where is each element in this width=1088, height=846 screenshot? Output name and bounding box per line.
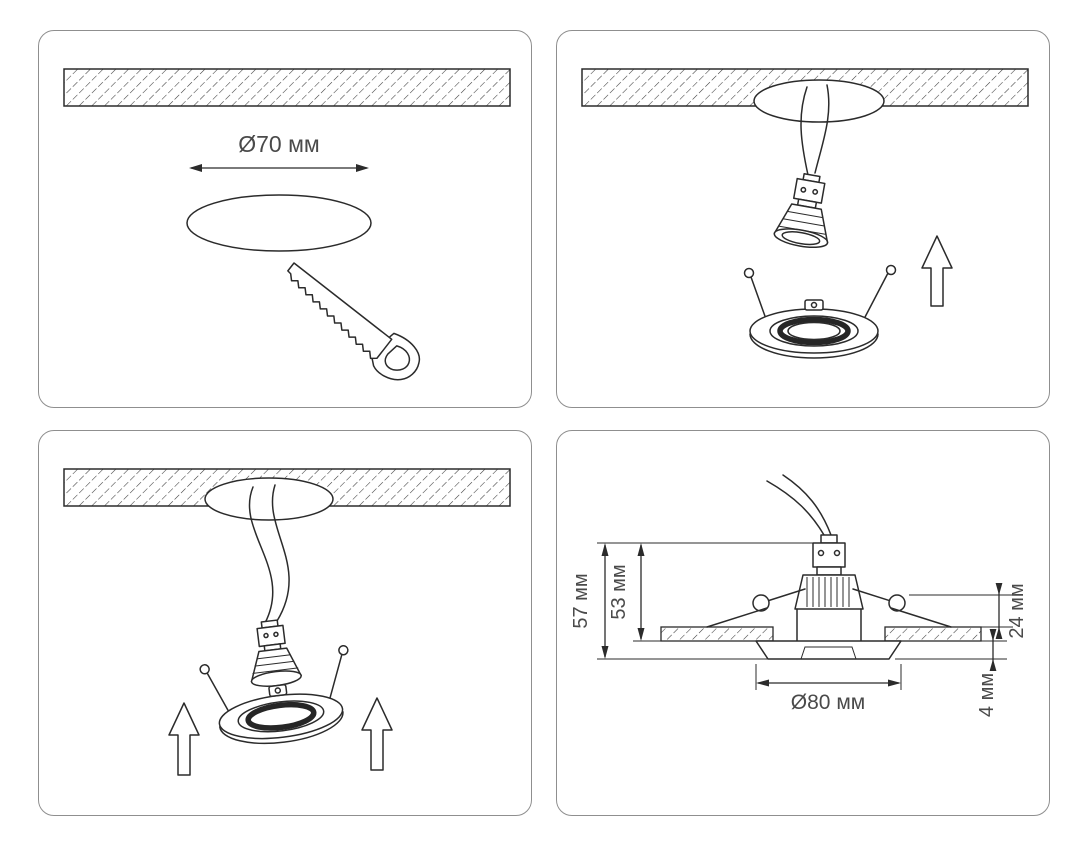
- trim-ring-inner: [237, 700, 325, 733]
- ceiling-section: [660, 626, 982, 642]
- dim-label-trim-diameter: Ø80 мм: [791, 691, 865, 714]
- dim-label-total-height: 57 мм: [570, 573, 592, 628]
- lamp-ridge: [254, 660, 295, 667]
- step-4-dimensions-panel: 57 мм 53 мм 24 мм 4 мм: [556, 430, 1050, 816]
- dim-label-clearance: 24 мм: [1006, 583, 1028, 638]
- lamp-opening-ring: [245, 701, 317, 731]
- ceiling-section: [63, 68, 511, 107]
- saw-handle-hole: [384, 345, 411, 371]
- saw-blade: [287, 262, 393, 360]
- step-2-illustration: [581, 68, 1029, 359]
- cutout-hole-ellipse: [186, 194, 372, 252]
- spring-coil-right: [888, 594, 906, 612]
- lamp-ribs: [806, 577, 850, 607]
- lamp-opening-inner: [787, 321, 841, 341]
- terminal-screw: [817, 549, 825, 557]
- spring-clip-left: [206, 672, 232, 716]
- spring-clip-left: [750, 276, 767, 320]
- wire-strand: [248, 486, 274, 624]
- lamp-neck: [816, 566, 842, 576]
- lamp-face: [773, 228, 829, 249]
- terminal-screw: [833, 549, 841, 557]
- dimension-recess-height: 53 мм: [608, 543, 645, 641]
- terminal-screw: [812, 188, 819, 195]
- terminal-screw: [800, 186, 807, 193]
- spring-leg-right: [890, 607, 952, 628]
- arrowhead-left: [189, 164, 202, 172]
- spring-tip-right: [885, 264, 897, 276]
- fixture-with-lamp: [199, 619, 349, 745]
- socket-cap: [820, 534, 838, 544]
- trim-recess: [800, 646, 857, 660]
- spring-clip-right: [328, 653, 343, 702]
- lamp-face-inner: [781, 231, 821, 246]
- supply-wire: [800, 84, 830, 176]
- wire-strand: [766, 480, 825, 536]
- spring-coil-left: [752, 594, 770, 612]
- dimension-total-height: 57 мм: [570, 543, 609, 659]
- wire-strand: [782, 474, 832, 536]
- wire-strand: [800, 86, 809, 176]
- terminal-block: [812, 542, 846, 568]
- dim-label-recess-height: 53 мм: [608, 564, 630, 619]
- step-1-illustration: Ø70 мм: [63, 68, 511, 381]
- step-1-cut-hole-panel: Ø70 мм: [38, 30, 532, 408]
- trim-ring-inner: [769, 315, 859, 347]
- spring-leg-left: [706, 607, 768, 628]
- extension-lines: [597, 542, 1013, 690]
- ceiling-hole-ellipse: [204, 477, 334, 521]
- step-3-insert-fixture-panel: [38, 430, 532, 816]
- spotlight-fixture-ring: [743, 264, 897, 359]
- up-arrow: [921, 235, 953, 307]
- step-2-connect-lamp-panel: [556, 30, 1050, 408]
- spring-clip-right: [863, 272, 889, 320]
- terminal-block: [256, 624, 286, 648]
- spring-tip-right: [338, 644, 349, 656]
- step-3-illustration: [63, 468, 511, 776]
- arrowhead-right: [356, 164, 369, 172]
- wire-strand: [271, 484, 290, 622]
- trim-ring-outer: [218, 693, 344, 740]
- ceiling-slab-right: [884, 626, 982, 642]
- lamp-ridge: [252, 667, 299, 674]
- lamp-ridge: [256, 654, 291, 660]
- supply-wire: [766, 474, 832, 536]
- trim-ring-section: [755, 640, 902, 660]
- hole-diameter-dimension: Ø70 мм: [189, 131, 369, 172]
- hand-saw-icon: [287, 262, 421, 381]
- trim-ring-rim: [219, 711, 344, 745]
- up-arrow-left: [168, 702, 200, 776]
- dim-label-hole-diameter: Ø70 мм: [238, 131, 320, 157]
- wire-strand: [814, 84, 830, 174]
- trim-ring-rim: [749, 333, 879, 359]
- ceiling-section: [63, 468, 511, 521]
- ceiling-hatched-bar: [63, 68, 511, 107]
- dimension-trim-diameter: Ø80 мм: [756, 679, 901, 714]
- lamp-ridge: [787, 210, 823, 219]
- lamp-opening-ring: [777, 316, 851, 346]
- ceiling-hole-ellipse: [753, 79, 885, 123]
- ceiling-slab-left: [660, 626, 774, 642]
- dimension-trim-protrusion: 4 мм: [976, 629, 998, 717]
- terminal-screw: [263, 632, 269, 639]
- clip-bracket: [268, 684, 288, 698]
- lamp-with-socket: [773, 172, 829, 249]
- step-4-illustration: 57 мм 53 мм 24 мм 4 мм: [570, 474, 1028, 717]
- dimension-clearance: 24 мм: [995, 583, 1028, 639]
- lamp-ridge: [782, 218, 825, 227]
- clip-bracket-screw: [810, 301, 818, 309]
- installed-fixture-section: [706, 534, 952, 660]
- terminal-screw: [273, 631, 279, 638]
- spring-tip-left: [199, 664, 210, 675]
- clip-bracket-screw: [274, 687, 282, 694]
- up-arrow-right: [361, 697, 393, 771]
- dim-label-trim-protrusion: 4 мм: [976, 673, 998, 717]
- spring-tip-left: [743, 267, 755, 279]
- lamp-body: [794, 574, 864, 610]
- clip-bracket: [804, 299, 824, 311]
- ceiling-section: [581, 68, 1029, 123]
- supply-wire: [248, 484, 290, 624]
